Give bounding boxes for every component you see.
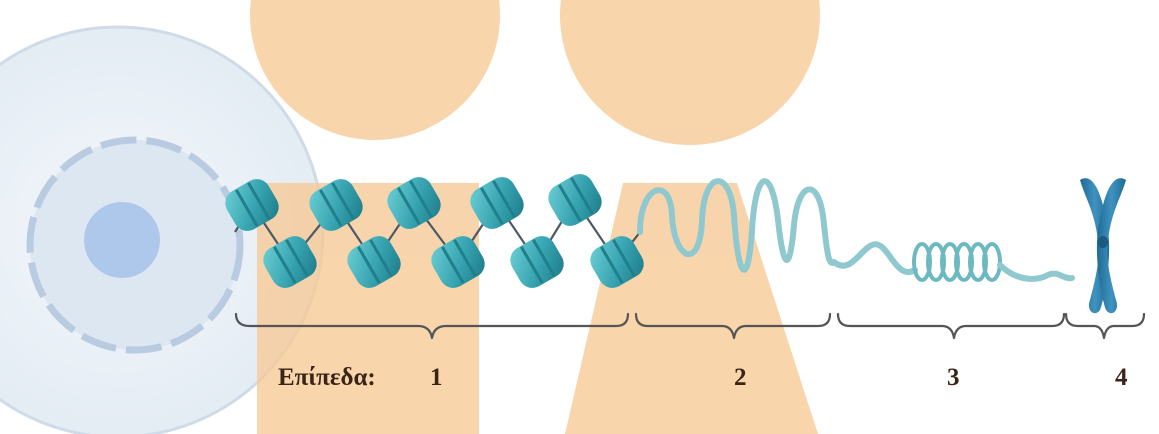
chromosome-icon <box>1080 178 1126 313</box>
level-3-label: 3 <box>947 364 960 392</box>
brace-level-3 <box>838 314 1064 338</box>
levels-prefix-label: Επίπεδα: <box>278 364 376 392</box>
level-1-label: 1 <box>430 364 443 392</box>
brace-level-4 <box>1066 314 1144 338</box>
coiled-fiber-icon <box>834 244 1072 280</box>
level-2-label: 2 <box>734 364 747 392</box>
level-4-label: 4 <box>1115 364 1128 392</box>
